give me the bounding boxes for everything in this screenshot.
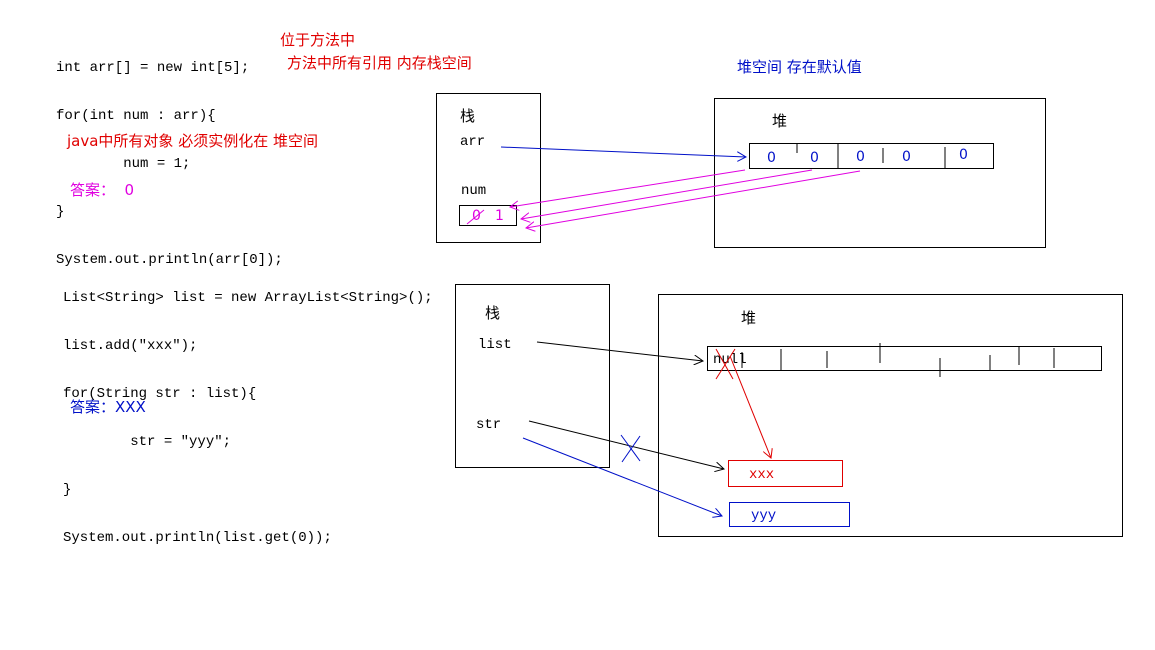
array-cell-4: 0 xyxy=(959,147,968,163)
var-num: num xyxy=(461,183,487,199)
stack-label: 栈 xyxy=(485,304,501,322)
code-line: List<String> list = new ArrayList<String… xyxy=(63,290,433,306)
note-method: 位于方法中 xyxy=(280,31,356,49)
code-line: } xyxy=(63,482,72,498)
str-old-reference-arrow xyxy=(528,420,724,469)
heap-box-1: 堆 0 0 0 0 0 xyxy=(714,98,1046,248)
str-new-reference-arrow xyxy=(522,437,722,516)
element-reference-arrow xyxy=(729,355,771,458)
stack-label: 栈 xyxy=(460,107,476,125)
element-copy-arrow xyxy=(521,169,813,219)
code-line: System.out.println(list.get(0)); xyxy=(63,530,332,546)
num-strike xyxy=(466,209,485,225)
string-object-yyy: yyy xyxy=(729,502,850,527)
array-cell-1: 0 xyxy=(810,150,819,166)
element-copy-arrow xyxy=(510,169,746,207)
null-value: null xyxy=(713,352,747,368)
note-objects: java中所有对象 必须实例化在 堆空间 xyxy=(67,132,318,150)
code-line: num = 1; xyxy=(56,156,191,172)
num-new-value: 1 xyxy=(495,208,504,224)
element-copy-arrow xyxy=(526,170,861,228)
list-array: null xyxy=(707,346,1102,371)
int-array: 0 0 0 0 0 xyxy=(749,143,994,169)
heap-default-note: 堆空间 存在默认值 xyxy=(737,58,862,76)
stack-box-2: 栈 list str xyxy=(455,284,610,468)
heap-label: 堆 xyxy=(772,112,788,130)
obj-yyy-text: yyy xyxy=(751,508,777,524)
obj-xxx-text: xxx xyxy=(749,467,775,483)
null-strike xyxy=(715,348,736,380)
heap-box-2: 堆 null xxx yyy xyxy=(658,294,1123,537)
code-line: int arr[] = new int[5]; xyxy=(56,60,250,76)
code-line: } xyxy=(56,204,65,220)
code-block-array: int arr[] = new int[5]; for(int num : ar… xyxy=(56,28,283,284)
array-cell-3: 0 xyxy=(902,149,911,165)
array-dividers-1 xyxy=(796,143,946,168)
heap-label: 堆 xyxy=(741,309,757,327)
code-line: for(String str : list){ xyxy=(63,386,257,402)
code-line: System.out.println(arr[0]); xyxy=(56,252,283,268)
code-line: for(int num : arr){ xyxy=(56,108,216,124)
answer-2: 答案：XXX xyxy=(70,398,146,416)
array-dividers-2 xyxy=(741,343,1055,377)
string-object-xxx: xxx xyxy=(728,460,843,487)
code-line: str = "yyy"; xyxy=(63,434,232,450)
array-cell-0: 0 xyxy=(767,150,776,166)
arr-reference-arrow xyxy=(500,146,746,157)
array-cell-2: 0 xyxy=(856,149,865,165)
answer-1: 答案： 0 xyxy=(70,181,135,199)
note-refs: 方法中所有引用 内存栈空间 xyxy=(287,54,472,72)
var-list: list xyxy=(478,337,512,353)
code-line: list.add("xxx"); xyxy=(63,338,198,354)
cross-mark xyxy=(620,434,641,463)
var-str: str xyxy=(476,417,502,433)
list-reference-arrow xyxy=(536,341,703,361)
code-block-list: List<String> list = new ArrayList<String… xyxy=(63,258,433,562)
var-arr: arr xyxy=(460,134,486,150)
